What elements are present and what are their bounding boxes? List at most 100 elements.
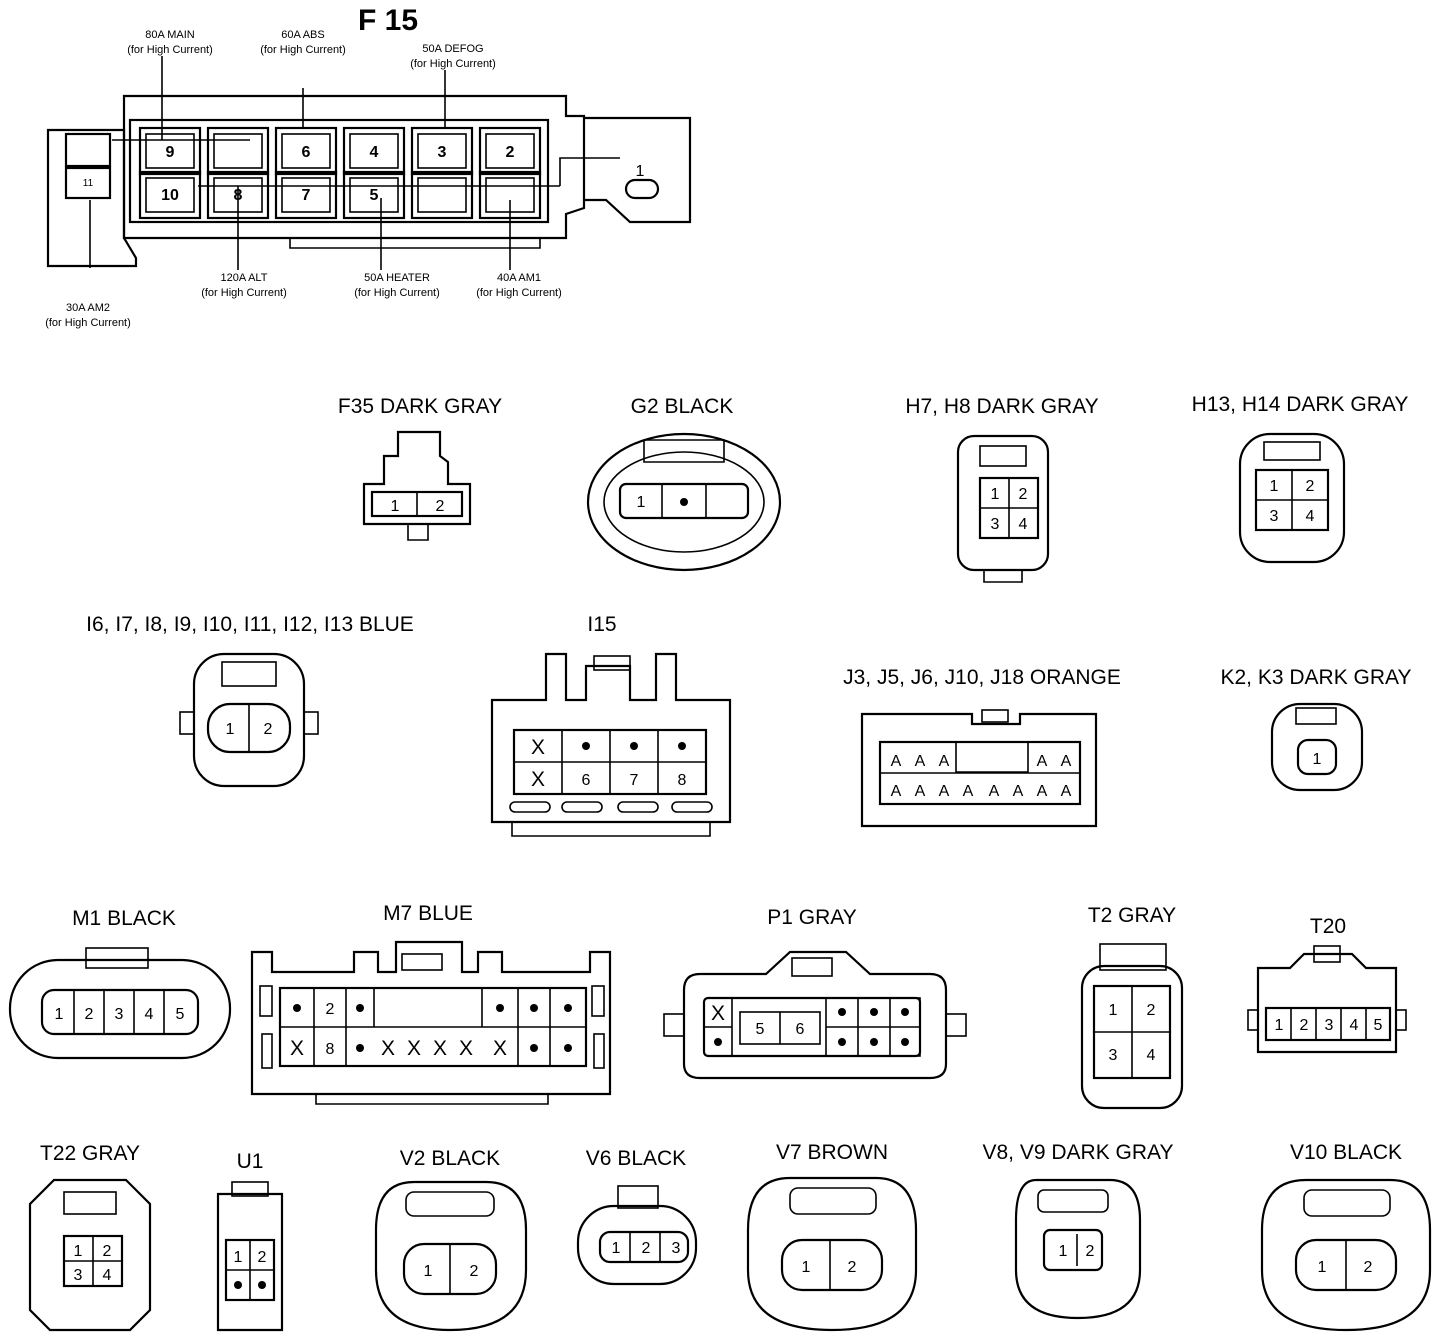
connector-t2-pin-4: 4 (1147, 1047, 1156, 1064)
callout-am2-line1: 30A AM2 (66, 302, 110, 314)
connector-v7-pin-2: 2 (848, 1259, 857, 1276)
connector-j3-bot-8: A (1061, 783, 1072, 800)
connector-t2: T2 GRAY 1 2 3 4 (1080, 904, 1184, 1110)
connector-u1-body (216, 1192, 284, 1332)
connector-t22-pin-1: 1 (74, 1243, 83, 1260)
connector-m7-top-1 (293, 1004, 301, 1012)
connector-m7-bot-5: X (407, 1037, 421, 1060)
connector-f35-body (362, 430, 472, 526)
connector-f35-pin-1: 1 (391, 498, 400, 515)
connector-h13-label: H13, H14 DARK GRAY (1192, 393, 1409, 416)
connector-m7-top-2: 2 (326, 1001, 335, 1018)
connector-j3-j18: J3, J5, J6, J10, J18 ORANGE A A A A A A … (843, 666, 1121, 828)
connector-v6-face (598, 1230, 690, 1264)
connector-v7: V7 BROWN 1 2 (746, 1141, 918, 1332)
connector-t22-body (28, 1178, 152, 1332)
connector-g2: G2 BLACK 1 (586, 395, 782, 572)
connector-v10-pin-2: 2 (1364, 1259, 1373, 1276)
bracket-mounting-hole (624, 178, 660, 200)
connector-m1-pin-5: 5 (176, 1006, 185, 1023)
fuse-block-f15: F 15 80A MAIN (for High Current) 60A ABS… (45, 4, 692, 329)
connector-t22-pin-4: 4 (103, 1267, 112, 1284)
connector-f35-label: F35 DARK GRAY (338, 395, 502, 418)
connector-m7-bot-3 (356, 1044, 364, 1052)
connector-k2-label: K2, K3 DARK GRAY (1220, 666, 1411, 689)
connector-h7-pin-4: 4 (1019, 516, 1028, 533)
connector-i15-pin-5: X (531, 768, 545, 791)
connector-p1-body (682, 950, 948, 1080)
connector-h13-pin-4: 4 (1306, 508, 1315, 525)
fuse-slot-4: 4 (370, 144, 379, 161)
connector-v7-body (746, 1176, 918, 1332)
connector-v8-pin-1: 1 (1059, 1243, 1068, 1260)
connector-v6-label: V6 BLACK (586, 1147, 686, 1170)
connector-m1-pin-4: 4 (145, 1006, 154, 1023)
connector-t2-label: T2 GRAY (1088, 904, 1176, 927)
connector-m7-bot-6: X (433, 1037, 447, 1060)
connector-i15-pin-2 (582, 742, 590, 750)
connector-h13-pin-2: 2 (1306, 478, 1315, 495)
fuse-slot-11-label: 11 (83, 178, 94, 189)
connector-p1-right-5 (870, 1038, 878, 1046)
connector-j3-top-3: A (939, 753, 950, 770)
connector-u1-pin-2: 2 (258, 1249, 267, 1266)
connector-p1-right-3 (901, 1008, 909, 1016)
callout-am1-line1: 40A AM1 (497, 272, 541, 284)
connector-v2: V2 BLACK 1 2 (374, 1147, 528, 1332)
connector-m1-pin-3: 3 (115, 1006, 124, 1023)
connector-m7-bot-4: X (381, 1037, 395, 1060)
connector-p1-right-4 (838, 1038, 846, 1046)
connector-j3-bot-3: A (939, 783, 950, 800)
connector-v6: V6 BLACK 1 2 3 (576, 1147, 698, 1286)
connector-t2-pin-1: 1 (1109, 1002, 1118, 1019)
fuse-slot-side-top (64, 132, 112, 168)
connector-m7-bot-9 (530, 1044, 538, 1052)
fuse-slot-10: 10 (161, 187, 179, 204)
connector-t20-pin-2: 2 (1300, 1017, 1309, 1034)
connector-p1-left-1: X (711, 1002, 725, 1025)
connector-m7-label: M7 BLUE (383, 902, 473, 925)
connector-i6-label: I6, I7, I8, I9, I10, I11, I12, I13 BLUE (86, 613, 414, 636)
fuse-slot-11 (64, 166, 112, 200)
connector-t20-label: T20 (1310, 915, 1346, 938)
connector-j3-bot-2: A (915, 783, 926, 800)
connector-j3-label: J3, J5, J6, J10, J18 ORANGE (843, 666, 1121, 689)
connector-j3-top-1: A (891, 753, 902, 770)
connector-p1-right-1 (838, 1008, 846, 1016)
connector-g2-face (618, 482, 750, 520)
connector-m1-face (40, 988, 200, 1036)
connector-t20: T20 1 2 3 4 5 (1247, 915, 1407, 1054)
connector-t22-pin-2: 2 (103, 1243, 112, 1260)
connector-m7-top-5 (530, 1004, 538, 1012)
connector-k2-body (1270, 702, 1364, 792)
connector-h13-body (1238, 432, 1346, 564)
connector-v2-pin-2: 2 (470, 1263, 479, 1280)
callout-am2-line2: (for High Current) (45, 317, 131, 329)
connector-v8-body (1014, 1178, 1142, 1320)
connector-t2-body (1080, 964, 1184, 1110)
fuse-block-inner-frame (128, 118, 550, 224)
connector-p1: P1 GRAY X 5 6 (663, 906, 967, 1080)
fuse-slot-2: 2 (506, 144, 515, 161)
callout-am1-line2: (for High Current) (476, 287, 562, 299)
connector-v2-body (374, 1180, 528, 1332)
callout-main-line1: 80A MAIN (145, 29, 195, 41)
fuse-slot-row-bottom: 10 8 7 5 (138, 170, 542, 220)
connector-m7-body (250, 940, 612, 1096)
callout-abs-line2: (for High Current) (260, 44, 346, 56)
connector-p1-right-6 (901, 1038, 909, 1046)
connector-h7-pin-2: 2 (1019, 486, 1028, 503)
connector-m1-pin-2: 2 (85, 1006, 94, 1023)
connector-v7-label: V7 BROWN (776, 1141, 888, 1164)
connector-m7-bot-7: X (459, 1037, 473, 1060)
connector-m1: M1 BLACK 1 2 3 4 5 (8, 907, 232, 1060)
connector-p1-right-2 (870, 1008, 878, 1016)
connector-i15-pin-3 (630, 742, 638, 750)
fuse-block-bracket (584, 116, 692, 224)
connector-v8-v9: V8, V9 DARK GRAY 1 2 (982, 1141, 1174, 1320)
fuse-slot-7: 7 (302, 187, 311, 204)
callout-heater-line1: 50A HEATER (364, 272, 430, 284)
connector-p1-mid-6: 6 (796, 1021, 805, 1038)
callout-heater-line2: (for High Current) (354, 287, 440, 299)
